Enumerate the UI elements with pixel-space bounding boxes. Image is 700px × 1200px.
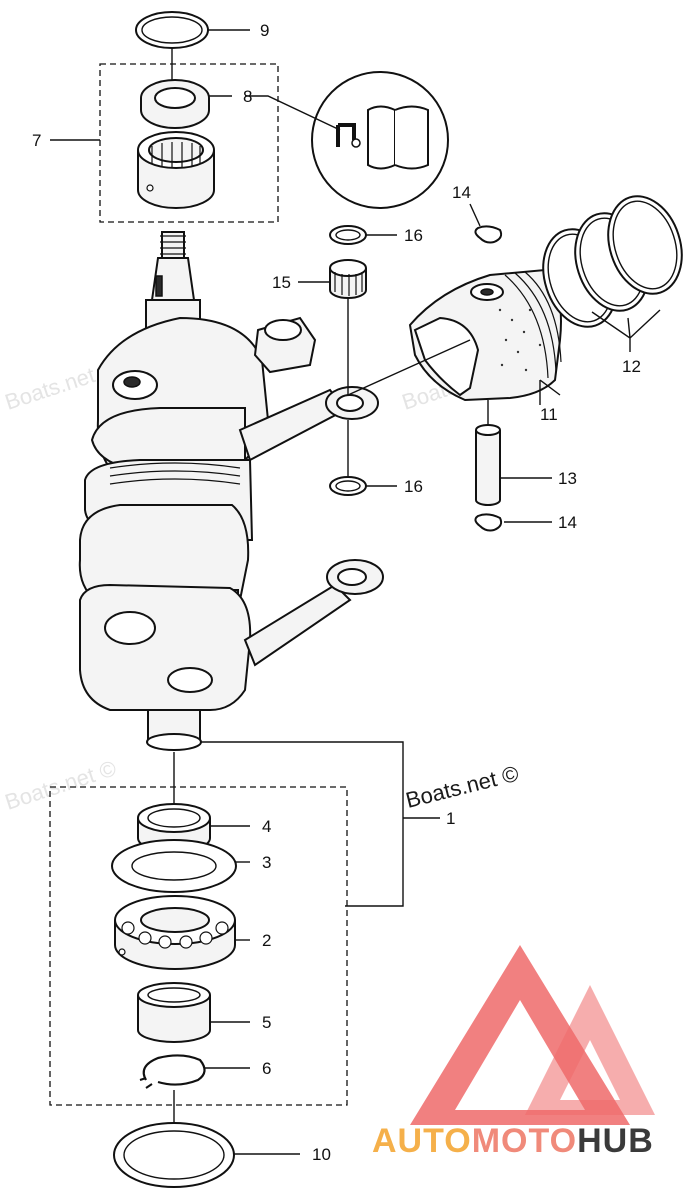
part-10-oring	[113, 1122, 235, 1188]
connecting-rod-lower	[243, 559, 384, 667]
callout-15: 15	[272, 273, 291, 292]
part-8-oil-seal	[140, 79, 210, 129]
callout-16: 16	[404, 477, 423, 496]
svg-text:AUTOMOTOHUB: AUTOMOTOHUB	[372, 1122, 654, 1160]
brand-auto: AUTO	[372, 1122, 472, 1160]
part-6-circlip	[139, 1054, 206, 1089]
assembly-7-box	[99, 63, 279, 223]
watermark-text: Boats.net ©	[403, 761, 521, 813]
automotohub-logo: AUTOMOTOHUB	[372, 945, 655, 1160]
part-14-clip-upper	[474, 225, 503, 244]
callout-5: 5	[262, 1013, 271, 1032]
part-13-piston-pin	[475, 400, 501, 506]
callout-11: 11	[540, 405, 558, 424]
callout-labels: 9 8 7 14 16 15 12 11 13 16 14 1 4 3 2 5 …	[32, 21, 641, 1164]
callout-2: 2	[262, 931, 271, 950]
watermark-text: Boats.net ©	[2, 755, 119, 814]
brand-hub: HUB	[577, 1122, 654, 1160]
part-11-piston	[408, 268, 562, 402]
part-16-washer-upper	[329, 225, 367, 245]
callout-14: 14	[452, 183, 471, 202]
callout-14: 14	[558, 513, 577, 532]
part-14-clip-lower	[474, 513, 503, 532]
crankshaft	[78, 231, 270, 751]
callout-1: 1	[446, 809, 455, 828]
part-2-ball-bearing	[114, 895, 236, 970]
grease-detail-icon	[311, 71, 449, 209]
brand-moto: MOTO	[472, 1122, 577, 1160]
callout-3: 3	[262, 853, 271, 872]
callout-10: 10	[312, 1145, 331, 1164]
callout-9: 9	[260, 21, 269, 40]
part-16-washer-lower	[329, 476, 367, 496]
callout-13: 13	[558, 469, 577, 488]
part-5-roller-bearing	[137, 982, 211, 1043]
callout-4: 4	[262, 817, 271, 836]
part-9-oring	[135, 11, 209, 49]
callout-8: 8	[243, 87, 252, 106]
callout-7: 7	[32, 131, 41, 150]
callout-12: 12	[622, 357, 641, 376]
part-12-piston-rings	[542, 195, 683, 328]
part-3-shim	[111, 839, 237, 893]
callout-6: 6	[262, 1059, 271, 1078]
connecting-rod-upper	[238, 316, 379, 462]
part-15-needle-bearing	[329, 259, 367, 299]
part-7-bearing	[137, 131, 215, 209]
assembly-lower-box	[49, 786, 348, 1106]
callout-16: 16	[404, 226, 423, 245]
